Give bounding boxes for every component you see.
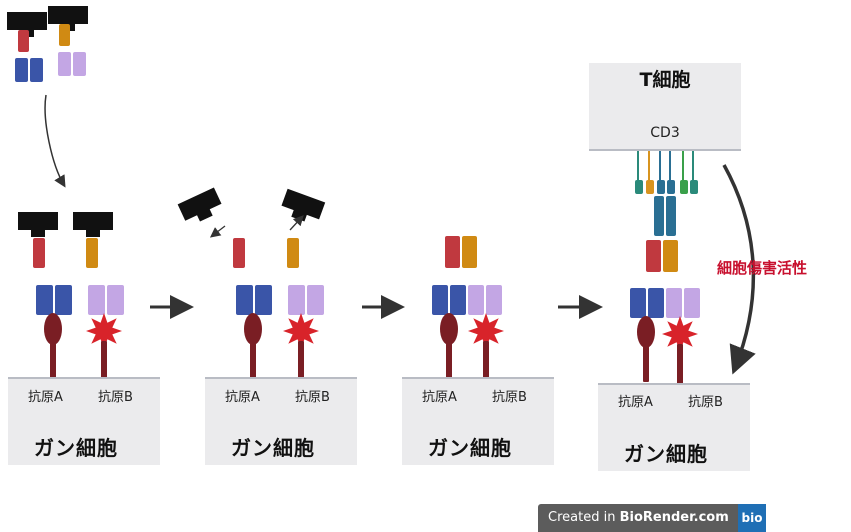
antigen-a-label: 抗原A [422,390,457,405]
antigen-b-star [468,313,504,349]
cancer-cell-label: ガン細胞 [231,436,315,460]
cancer-cell-label: ガン細胞 [624,442,708,466]
blue-domain [236,285,253,315]
orange-domain [462,236,477,268]
purple-domain [307,285,324,315]
blue-domain [36,285,53,315]
orange-domain [663,240,678,272]
antigen-b-star [298,341,304,381]
antigen-a [446,341,452,379]
red-domain [33,238,45,268]
red-domain [445,236,460,268]
credit-text: Created in BioRender.com [548,510,729,525]
biorender-credit[interactable]: Created in BioRender.com bio [538,504,766,532]
mask-icon [18,212,58,237]
antigen-a [244,313,262,345]
antigen-a [637,316,655,348]
antigen-a [50,341,56,379]
cytotoxicity-label: 細胞傷害活性 [717,259,808,277]
purple-domain [486,285,502,315]
cd3-chain [657,180,665,194]
biorender-logo: bio [738,504,766,532]
arrow-release [209,225,226,238]
blue-domain [648,288,664,318]
mask-icon [48,6,88,31]
purple-domain [288,285,305,315]
blue-domain [450,285,466,315]
antigen-a-label: 抗原A [618,395,653,410]
purple-domain [666,288,682,318]
blue-domain [30,58,43,82]
arrow-down [44,94,66,188]
mask-icon [177,187,222,222]
cd3-label: CD3 [650,125,680,141]
antigen-a-label: 抗原A [28,390,63,405]
orange-domain [59,24,70,46]
antigen-b-star [86,313,122,349]
antigen-b-star [283,313,319,349]
cd3-chain [667,180,675,194]
mask-icon [73,212,113,237]
antigen-b-label: 抗原B [98,390,133,405]
blue-domain [55,285,72,315]
blue-domain [630,288,646,318]
purple-domain [107,285,124,315]
red-domain [18,30,29,52]
antigen-b-label: 抗原B [492,390,527,405]
purple-domain [88,285,105,315]
cancer-cell-1 [8,377,160,465]
red-domain [233,238,245,268]
blue-domain [432,285,448,315]
cd3-chain [680,180,688,194]
antigen-b-label: 抗原B [688,395,723,410]
t-cell-title: T細胞 [639,69,691,91]
cancer-cell-label: ガン細胞 [428,436,512,460]
cancer-cell-3 [402,377,554,465]
antigen-b-label: 抗原B [295,390,330,405]
cancer-cell-2 [205,377,357,465]
mask-icon [281,188,326,222]
cancer-cell-4 [598,383,750,471]
purple-domain [468,285,484,315]
cytotoxicity-arrow [722,164,756,375]
anti-cd3-domain [666,196,676,236]
antigen-a [44,313,62,345]
purple-domain [684,288,700,318]
red-domain [646,240,661,272]
antigen-a [440,313,458,345]
antigen-b-star [662,316,698,352]
blue-domain [255,285,272,315]
purple-domain [73,52,86,76]
cd3-chain [646,180,654,194]
antigen-b-star [483,341,489,381]
cd3-chain [635,180,643,194]
antigen-a [643,344,649,382]
antigen-b-star [677,344,683,384]
purple-domain [58,52,71,76]
antigen-a [250,341,256,379]
antigen-a-label: 抗原A [225,390,260,405]
t-cell: T細胞 CD3 [589,63,741,151]
orange-domain [86,238,98,268]
cd3-chain [690,180,698,194]
anti-cd3-domain [654,196,664,236]
arrow-release [289,215,304,231]
blue-domain [15,58,28,82]
mask-icon [7,12,47,37]
orange-domain [287,238,299,268]
cancer-cell-label: ガン細胞 [34,436,118,460]
antigen-b-star [101,341,107,381]
